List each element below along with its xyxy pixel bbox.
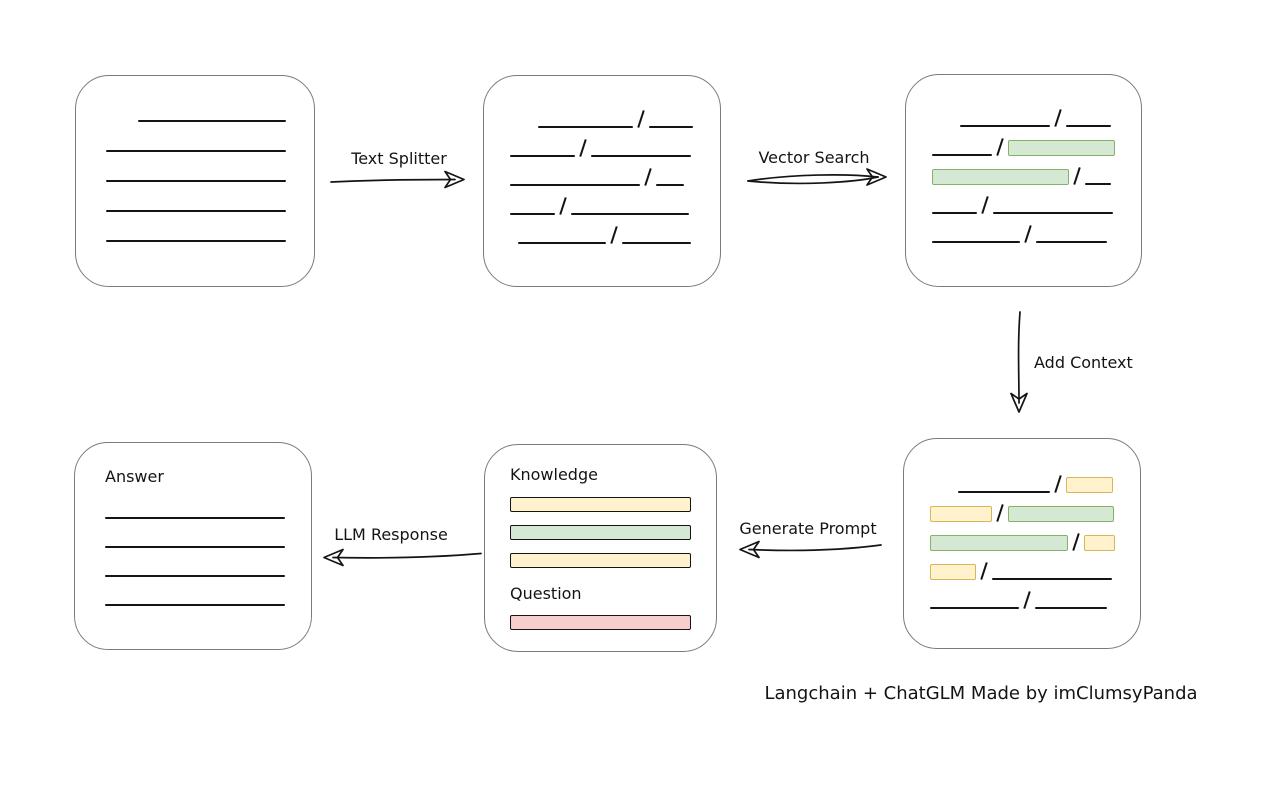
context-chunks-panel — [903, 438, 1141, 649]
question-bars — [510, 615, 691, 630]
chunk-row — [930, 580, 1114, 609]
text-splitter-arrow — [330, 170, 465, 189]
slash-separator — [1054, 109, 1062, 127]
green-chunk-highlight — [930, 535, 1068, 551]
text-line — [1036, 241, 1107, 243]
yellow-chunk-highlight — [930, 506, 992, 522]
text-line — [1035, 607, 1107, 609]
text-line — [932, 241, 1020, 243]
text-splitter-label: Text Splitter — [351, 149, 447, 168]
vector-search-label: Vector Search — [758, 148, 870, 167]
slash-separator — [980, 562, 988, 580]
diagram-caption: Langchain + ChatGLM Made by imClumsyPand… — [764, 683, 1198, 704]
text-line — [106, 150, 286, 152]
slash-separator — [610, 226, 618, 244]
add-context-label: Add Context — [1034, 353, 1133, 372]
text-line — [930, 607, 1019, 609]
text-line — [958, 491, 1050, 493]
add-context-arrow — [1010, 311, 1028, 413]
text-line — [932, 154, 992, 156]
green-chunk-highlight — [1008, 506, 1114, 522]
generate-prompt-arrow — [739, 540, 882, 559]
llm-response-label: LLM Response — [334, 525, 448, 544]
slash-separator — [559, 197, 567, 215]
answer-lines — [105, 517, 285, 606]
text-line — [932, 212, 977, 214]
chunk-row — [930, 522, 1115, 551]
text-line — [105, 575, 285, 577]
generate-prompt-label: Generate Prompt — [739, 519, 877, 538]
text-line — [105, 546, 285, 548]
chunk-row — [930, 551, 1114, 580]
chunk-row — [932, 127, 1115, 156]
text-line — [571, 213, 689, 215]
chunk-row — [518, 215, 694, 244]
text-line — [510, 155, 575, 157]
text-line — [591, 155, 691, 157]
slash-separator — [579, 139, 587, 157]
answer-label: Answer — [105, 467, 164, 486]
slash-separator — [996, 138, 1004, 156]
slash-separator — [644, 168, 652, 186]
split-chunks-panel — [483, 75, 721, 287]
question-label: Question — [510, 584, 582, 603]
red-bar — [510, 615, 691, 630]
text-line — [510, 213, 555, 215]
text-line — [992, 578, 1112, 580]
chunk-row — [932, 156, 1115, 185]
chunk-row — [510, 186, 694, 215]
source-document-panel — [75, 75, 315, 287]
green-bar — [510, 525, 691, 540]
vector-search-arrow — [747, 168, 887, 186]
slash-separator — [637, 110, 645, 128]
slash-separator — [981, 196, 989, 214]
prompt-panel: Knowledge Question — [484, 444, 717, 652]
chunk-row — [510, 128, 694, 157]
text-line — [105, 604, 285, 606]
text-line — [656, 184, 684, 186]
text-line — [993, 212, 1113, 214]
text-line — [538, 126, 633, 128]
text-line — [960, 125, 1050, 127]
chunk-row — [932, 214, 1115, 243]
yellow-bar — [510, 553, 691, 568]
text-line — [106, 240, 286, 242]
slash-separator — [1024, 225, 1032, 243]
text-line — [1066, 125, 1111, 127]
chunk-row — [538, 99, 694, 128]
text-line — [105, 517, 285, 519]
llm-response-arrow — [323, 548, 482, 567]
slash-separator — [1054, 475, 1062, 493]
chunk-row — [932, 185, 1115, 214]
yellow-bar — [510, 497, 691, 512]
answer-panel: Answer — [74, 442, 312, 650]
text-line — [622, 242, 691, 244]
text-line — [649, 126, 693, 128]
text-line — [138, 120, 286, 122]
chunk-row — [960, 98, 1115, 127]
slash-separator — [1073, 167, 1081, 185]
yellow-chunk-highlight — [930, 564, 976, 580]
text-line — [106, 180, 286, 182]
text-line — [510, 184, 640, 186]
slash-separator — [996, 504, 1004, 522]
chunk-row — [510, 157, 694, 186]
green-chunk-highlight — [1008, 140, 1115, 156]
yellow-chunk-highlight — [1066, 477, 1113, 493]
text-line — [518, 242, 606, 244]
chunk-row — [958, 464, 1114, 493]
slash-separator — [1023, 591, 1031, 609]
knowledge-bars — [510, 497, 691, 568]
matched-chunks-panel — [905, 74, 1142, 287]
text-line — [1085, 183, 1111, 185]
knowledge-label: Knowledge — [510, 465, 598, 484]
chunk-row — [930, 493, 1114, 522]
text-line — [106, 210, 286, 212]
yellow-chunk-highlight — [1084, 535, 1115, 551]
slash-separator — [1072, 533, 1080, 551]
green-chunk-highlight — [932, 169, 1069, 185]
